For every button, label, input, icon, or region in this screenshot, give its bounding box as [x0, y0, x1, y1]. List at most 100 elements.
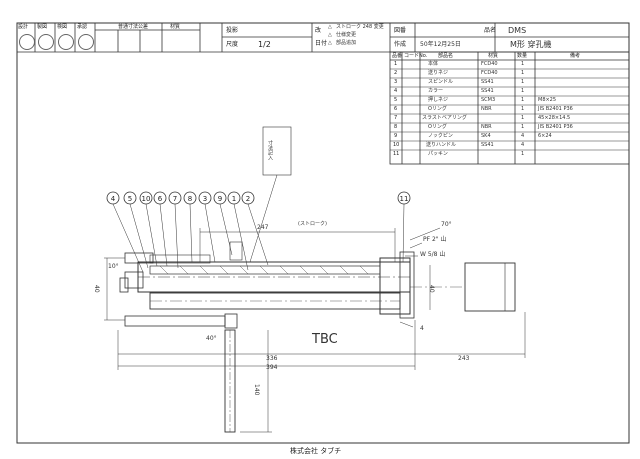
dim-angle-10: 10° — [108, 263, 119, 270]
created-date: 50年12月25日 — [420, 41, 461, 48]
part-no: 11 — [393, 151, 400, 157]
dim-pf: PF 2" 山 — [423, 236, 447, 243]
part-material: SS41 — [481, 88, 494, 94]
scale-value: 1/2 — [258, 40, 271, 49]
part-no: 3 — [394, 79, 398, 85]
balloon-circle — [397, 191, 411, 205]
revision-col-date: 日付 — [315, 40, 328, 47]
balloon-circle — [139, 191, 153, 205]
part-material: NBR — [481, 124, 492, 130]
part-no: 1 — [394, 61, 398, 67]
dim-angle-70: 70° — [441, 221, 452, 228]
balloon-label: 6 — [158, 195, 163, 203]
stamp-label-approve: 承認 — [77, 24, 88, 30]
part-name: Oリング — [428, 124, 447, 130]
balloon-circle — [227, 191, 241, 205]
balloon-circle — [183, 191, 197, 205]
part-no: 6 — [394, 106, 398, 112]
revision-col-rev: 改 — [315, 27, 322, 34]
seal-stamp — [58, 34, 74, 50]
part-name: 本体 — [428, 61, 439, 67]
part-no: 2 — [394, 70, 398, 76]
part-material: SS41 — [481, 79, 494, 85]
balloon-circle — [198, 191, 212, 205]
part-name: ノックピン — [428, 133, 453, 139]
part-qty: 1 — [521, 115, 525, 121]
part-name: スラストベアリング — [422, 115, 467, 121]
parts-header-note: 備考 — [570, 53, 581, 59]
revision-mark: △ — [328, 24, 332, 30]
scale-label: 尺度 — [226, 41, 239, 48]
revision-text: 部品追加 — [336, 40, 357, 46]
parts-header-no: 品番 — [392, 53, 403, 59]
product-name-label: 品名 — [484, 27, 497, 34]
part-name: 押しネジ — [428, 97, 449, 103]
part-no: 10 — [393, 142, 400, 148]
part-qty: 4 — [521, 142, 525, 148]
part-material: SK4 — [481, 133, 491, 139]
dim-dia-left: 40 — [93, 285, 100, 293]
product-name: M形 穿孔機 — [510, 40, 552, 49]
revision-mark: △ — [328, 40, 332, 46]
balloon-label: 5 — [128, 195, 132, 203]
part-name: 送りネジ — [428, 70, 449, 76]
part-note: JIS B2401 P36 — [538, 106, 573, 112]
dim-stroke-label: (ストローク) — [298, 221, 327, 227]
part-qty: 1 — [521, 70, 525, 76]
balloon-circle — [153, 191, 167, 205]
part-no: 4 — [394, 88, 398, 94]
tolerance-title: 普通寸法公差 — [118, 24, 149, 30]
part-qty: 1 — [521, 88, 525, 94]
part-material: NBR — [481, 106, 492, 112]
part-qty: 1 — [521, 106, 525, 112]
dim-small-4: 4 — [420, 325, 424, 332]
part-note: M8×25 — [538, 97, 557, 103]
part-material: SCM3 — [481, 97, 496, 103]
part-no: 7 — [394, 115, 398, 121]
part-no: 9 — [394, 133, 398, 139]
part-name: 送りハンドル — [426, 142, 457, 148]
part-qty: 1 — [521, 79, 525, 85]
drawing-number-value: DMS — [508, 26, 527, 35]
part-name: スピンドル — [428, 79, 454, 85]
company-name: 株式会社 タブチ — [290, 447, 342, 455]
balloon-circle — [241, 191, 255, 205]
dim-243: 243 — [458, 355, 470, 362]
balloon-label: 7 — [173, 195, 177, 203]
part-qty: 4 — [521, 133, 525, 139]
seal-stamp — [19, 34, 35, 50]
part-qty: 1 — [521, 61, 525, 67]
part-note: 6×24 — [538, 133, 552, 139]
stamp-label-check: 検図 — [57, 24, 68, 30]
handwritten-note: 寸法記入 — [267, 140, 273, 160]
created-label: 作成 — [394, 41, 407, 48]
part-no: 8 — [394, 124, 398, 130]
balloon-label: 2 — [246, 195, 250, 203]
parts-header-name: 部品名 — [438, 53, 454, 59]
part-qty: 1 — [521, 124, 525, 130]
parts-header-material: 材質 — [488, 53, 499, 59]
part-name: Oリング — [428, 106, 447, 112]
stamp-label-draft: 製図 — [37, 24, 48, 30]
balloon-label: 8 — [188, 195, 192, 203]
part-qty: 1 — [521, 151, 525, 157]
balloon-circle — [168, 191, 182, 205]
balloon-circle — [106, 191, 120, 205]
balloon-circle — [123, 191, 137, 205]
balloon-label: 1 — [232, 195, 236, 203]
part-qty: 1 — [521, 97, 525, 103]
parts-header-qty: 数量 — [517, 53, 528, 59]
balloon-label: 9 — [218, 195, 222, 203]
dim-angle-40: 40° — [206, 335, 217, 342]
balloon-label: 3 — [203, 195, 207, 203]
dim-w: W 5/8 山 — [420, 251, 446, 258]
part-material: SS41 — [481, 142, 494, 148]
drawing-number-label: 図番 — [394, 27, 407, 34]
seal-stamp — [38, 34, 54, 50]
dim-336: 336 — [266, 355, 278, 362]
seal-stamp — [78, 34, 94, 50]
stamp-label-design: 設計 — [18, 24, 29, 30]
revision-mark: △ — [328, 32, 332, 38]
